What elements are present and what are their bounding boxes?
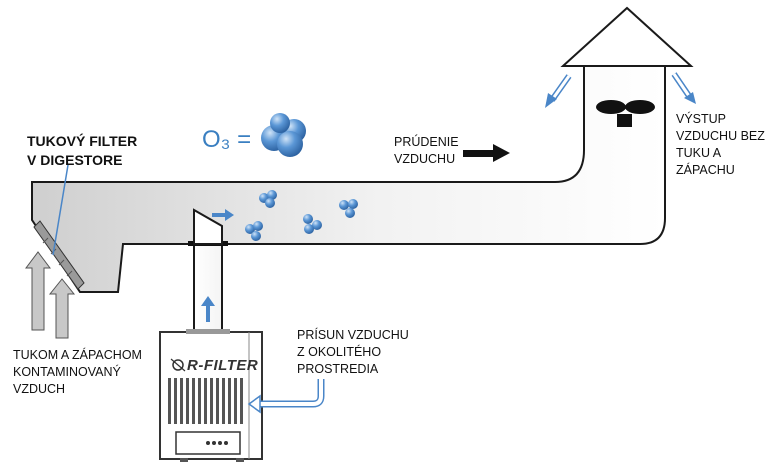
outlet-arrow-right <box>671 72 696 104</box>
ozone-molecule <box>259 190 277 208</box>
outlet-label: VÝSTUP VZDUCHU BEZ TUKU A ZÁPACHU <box>676 111 765 179</box>
ozone-molecule <box>245 221 263 241</box>
control-button <box>212 441 216 445</box>
ambient-air-label-line: PRÍSUN VZDUCHU <box>297 328 409 342</box>
ambient-air-label-line: PROSTREDIA <box>297 362 379 376</box>
grease-filter-label-line: V DIGESTORE <box>27 152 123 168</box>
roof-cap <box>560 6 694 67</box>
vent-grille <box>168 378 243 424</box>
pipe-upflow-arrow <box>201 296 215 322</box>
ozone-molecule <box>303 214 322 234</box>
outlet-label-line: ZÁPACHU <box>676 163 735 177</box>
ambient-air-label: PRÍSUN VZDUCHU Z OKOLITÉHO PROSTREDIA <box>297 327 409 378</box>
contaminated-air-label: TUKOM A ZÁPACHOM KONTAMINOVANÝ VZDUCH <box>13 347 142 398</box>
outlet-label-line: TUKU A <box>676 146 722 160</box>
control-button <box>218 441 222 445</box>
ambient-air-label-line: Z OKOLITÉHO <box>297 345 382 359</box>
grease-filter-label: TUKOVÝ FILTER V DIGESTORE <box>27 132 137 170</box>
ozone-molecule-icon <box>261 113 306 157</box>
control-button <box>224 441 228 445</box>
air-flow-arrow <box>463 144 510 162</box>
control-button <box>206 441 210 445</box>
fan-icon <box>596 100 655 127</box>
r-filter-device <box>159 329 263 462</box>
inlet-arrow-1 <box>25 251 51 331</box>
air-flow-label-line: PRÚDENIE <box>394 135 459 149</box>
grease-filter-pointer <box>52 164 69 256</box>
outlet-arrow-left <box>545 74 572 108</box>
ozone-formula: O₃ = <box>202 126 252 153</box>
device-brand-label: R-FILTER <box>187 357 259 374</box>
grease-filter-label-line: TUKOVÝ FILTER <box>27 133 138 149</box>
r-filter-logo-icon <box>170 358 186 372</box>
air-flow-label-line: VZDUCHU <box>394 152 456 166</box>
exhaust-duct <box>31 65 666 293</box>
inlet-arrow-2 <box>48 278 76 339</box>
ozone-molecule <box>339 199 358 218</box>
ambient-air-arrow <box>247 379 325 414</box>
injection-arrow <box>212 209 234 221</box>
outlet-label-line: VÝSTUP <box>676 112 727 126</box>
contaminated-air-label-line: KONTAMINOVANÝ <box>13 365 121 379</box>
outlet-label-line: VZDUCHU BEZ <box>676 129 765 143</box>
air-flow-label: PRÚDENIE VZDUCHU <box>394 134 459 168</box>
contaminated-air-label-line: TUKOM A ZÁPACHOM <box>13 348 142 362</box>
contaminated-air-label-line: VZDUCH <box>13 382 66 396</box>
grease-filter <box>33 220 85 290</box>
